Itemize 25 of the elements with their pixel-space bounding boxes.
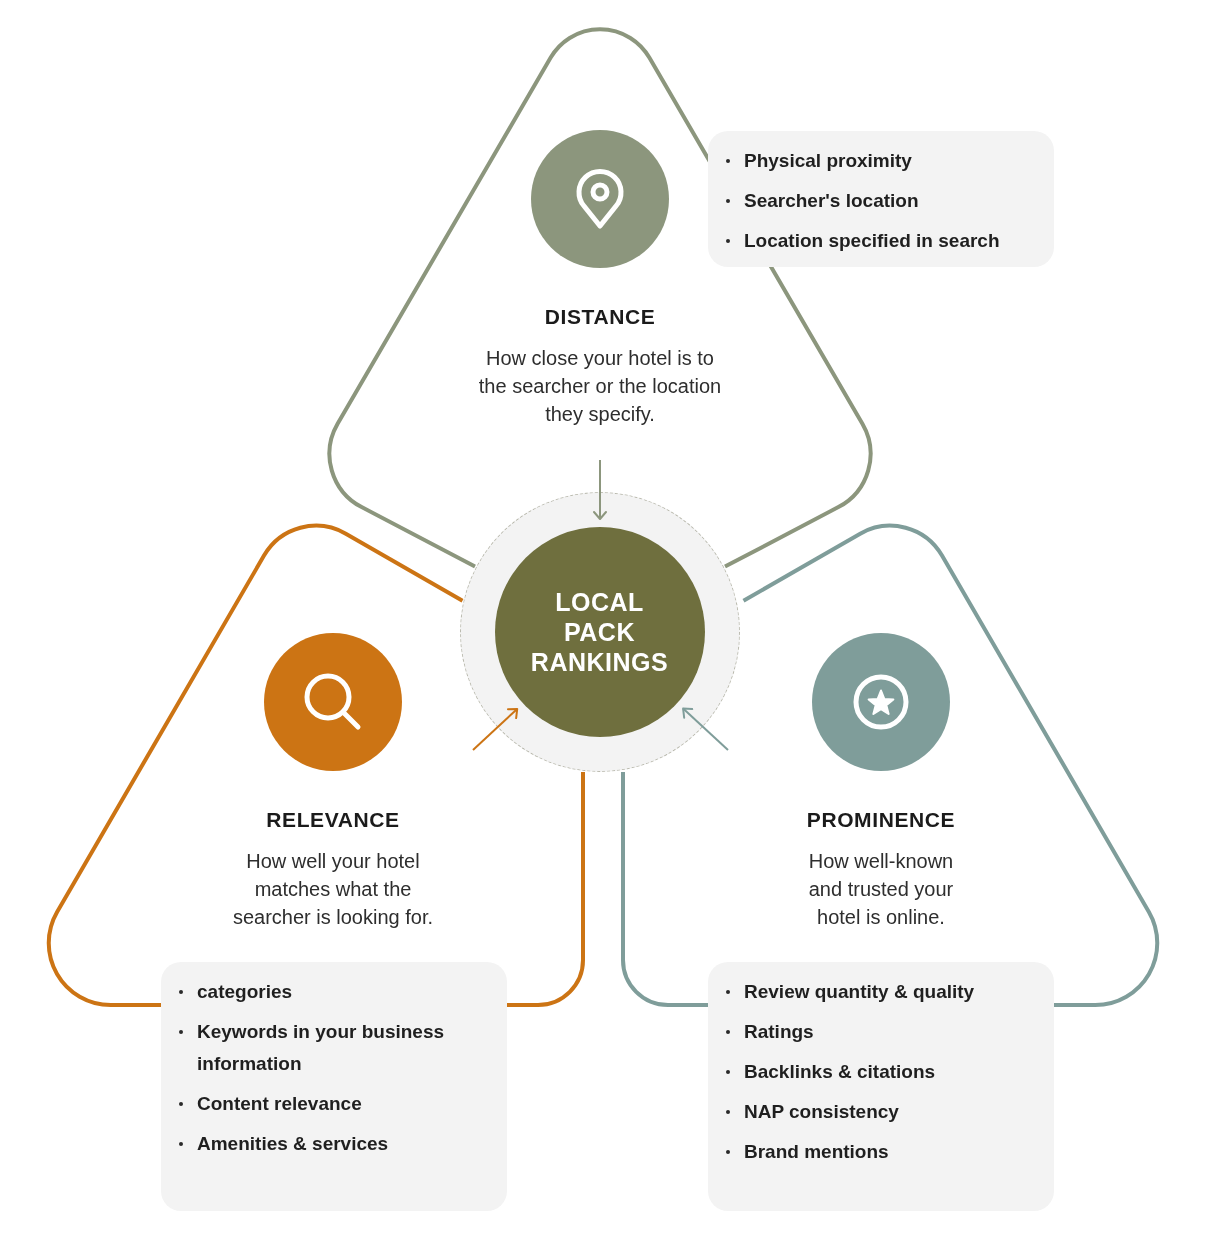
list-item-text: Keywords in your business information	[197, 1020, 446, 1076]
list-item-text: Searcher's location	[744, 189, 919, 213]
list-item-text: Review quantity & quality	[744, 980, 975, 1004]
factor-description: How well-known and trusted your hotel is online.	[807, 849, 955, 930]
central-title: LOCAL PACK RANKINGS	[529, 586, 670, 677]
list-item-text: NAP consistency	[744, 1100, 899, 1124]
list-item-text: Physical proximity	[744, 149, 912, 173]
bullet-list-card	[708, 131, 1054, 267]
factor-description: How close your hotel is to the searcher or the location they specify.	[477, 346, 723, 427]
arrow	[472, 707, 519, 751]
bullet-list-card	[708, 962, 1054, 1211]
list-item-text: Backlinks & citations	[744, 1060, 936, 1084]
arrow	[593, 459, 607, 520]
list-item-text: Content relevance	[197, 1092, 362, 1116]
list-item-text: Amenities & services	[197, 1132, 389, 1156]
factor-heading: DISTANCE	[544, 304, 656, 330]
factor-heading: RELEVANCE	[266, 807, 400, 833]
arrow	[682, 707, 729, 751]
factor-heading: PROMINENCE	[806, 807, 956, 833]
list-item-text: Brand mentions	[744, 1140, 889, 1164]
list-item-text: Location specified in search	[744, 229, 1000, 253]
factor-description: How well your hotel matches what the searcher is looking for.	[231, 849, 435, 930]
bullet-list-card	[161, 962, 507, 1211]
list-item-text: categories	[197, 980, 293, 1004]
list-item-text: Ratings	[744, 1020, 814, 1044]
